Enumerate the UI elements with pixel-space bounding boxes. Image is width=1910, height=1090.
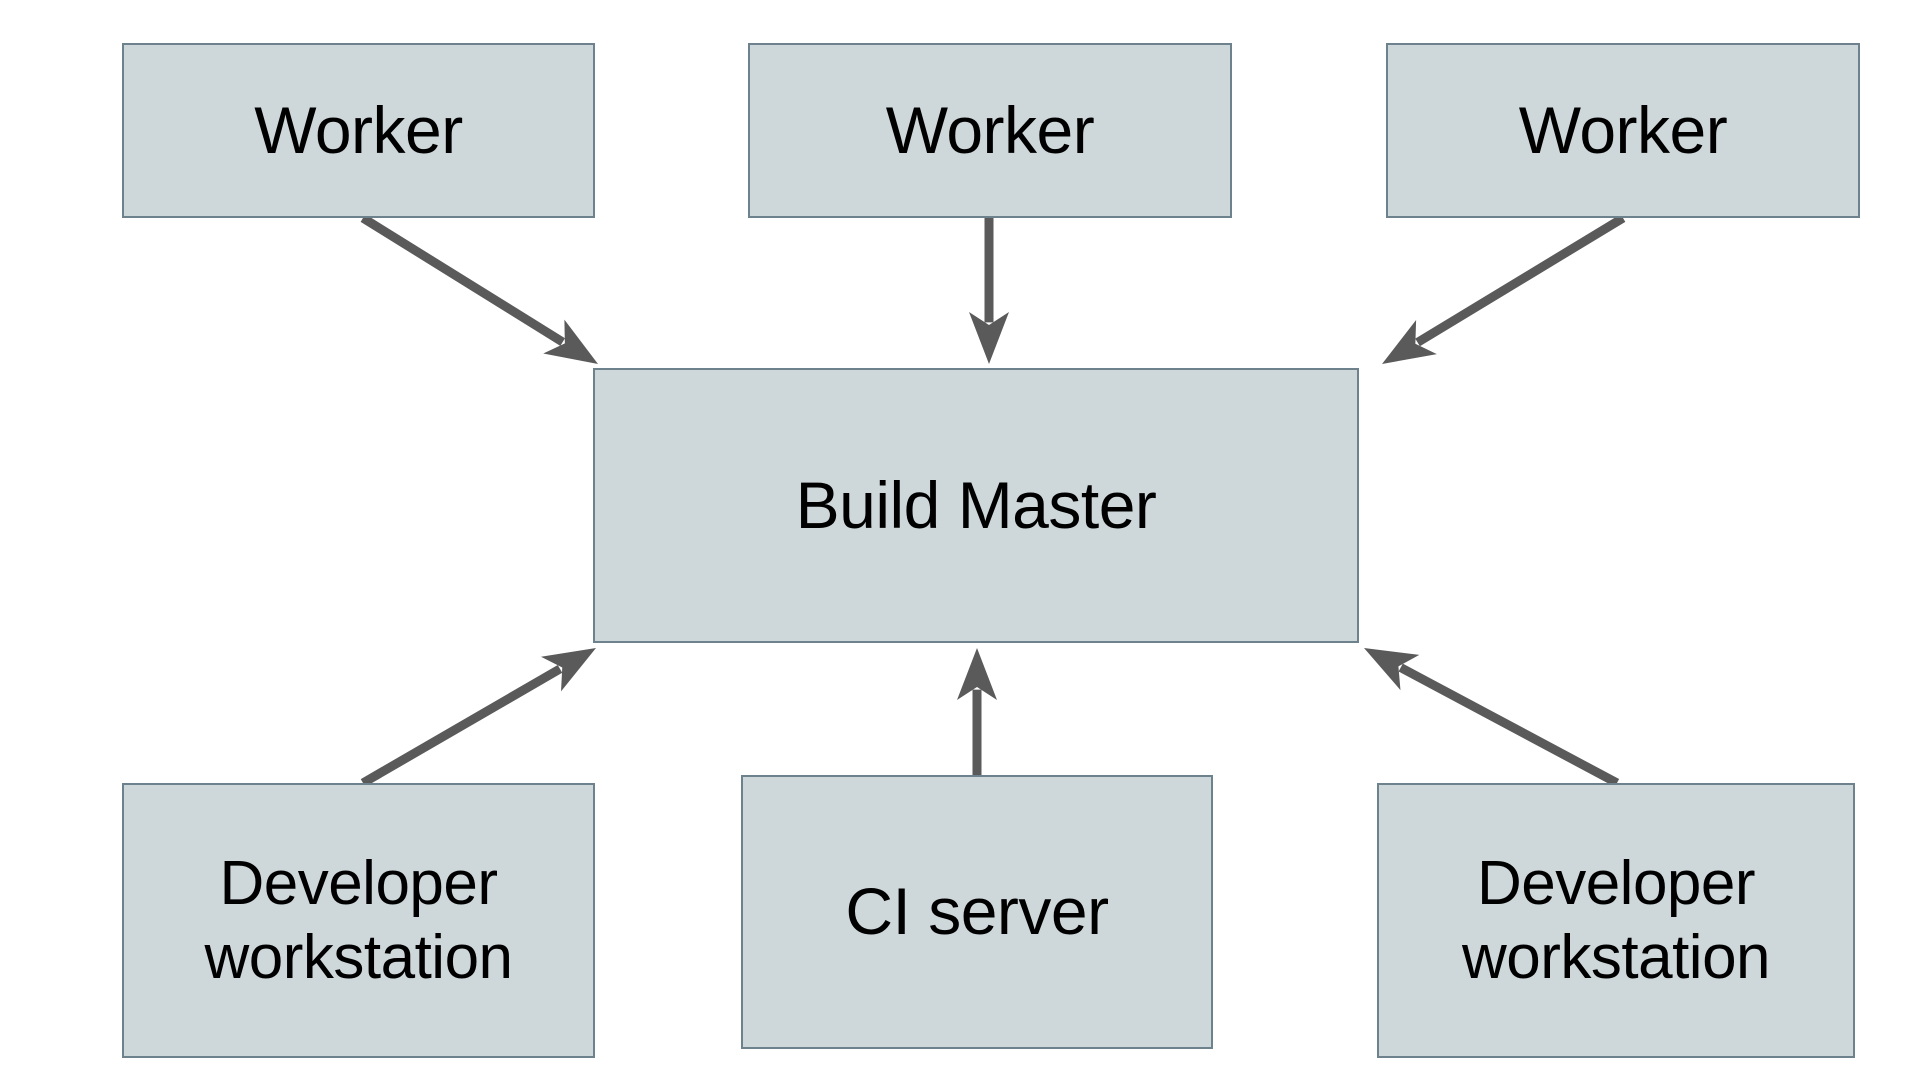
node-build-master[interactable]: Build Master (593, 368, 1359, 643)
node-developer-workstation-left[interactable]: Developer workstation (122, 783, 595, 1058)
edge-arrowhead (540, 648, 596, 692)
edge-ci-server-to-build-master (957, 648, 997, 775)
node-label-ci-server: CI server (845, 874, 1109, 949)
node-label-worker-3: Worker (1518, 92, 1728, 167)
node-ci-server[interactable]: CI server (741, 775, 1213, 1049)
node-label-build-master: Build Master (795, 467, 1157, 542)
edge-shaft (1398, 663, 1620, 787)
edge-worker-1-to-build-master (360, 214, 598, 364)
edge-developer-workstation-right-to-build-master (1364, 648, 1620, 787)
edge-worker-2-to-build-master (969, 218, 1009, 364)
node-label-developer-workstation-left: Developer workstation (204, 849, 513, 992)
edge-developer-workstation-left-to-build-master (360, 648, 596, 787)
edge-worker-3-to-build-master (1382, 214, 1626, 364)
edge-shaft (360, 664, 563, 787)
edge-arrowhead (969, 312, 1009, 364)
node-label-worker-2: Worker (885, 92, 1095, 167)
node-label-developer-workstation-right: Developer workstation (1461, 849, 1771, 992)
node-developer-workstation-right[interactable]: Developer workstation (1377, 783, 1855, 1058)
node-label-worker-1: Worker (254, 92, 463, 167)
node-worker-2[interactable]: Worker (748, 43, 1232, 218)
node-worker-3[interactable]: Worker (1386, 43, 1860, 218)
node-worker-1[interactable]: Worker (122, 43, 595, 218)
edge-arrowhead (1382, 319, 1437, 364)
edge-arrowhead (1364, 648, 1420, 691)
edge-arrowhead (543, 319, 598, 364)
edge-shaft (360, 214, 566, 346)
edge-shaft (1415, 214, 1626, 347)
edge-arrowhead (957, 648, 997, 700)
